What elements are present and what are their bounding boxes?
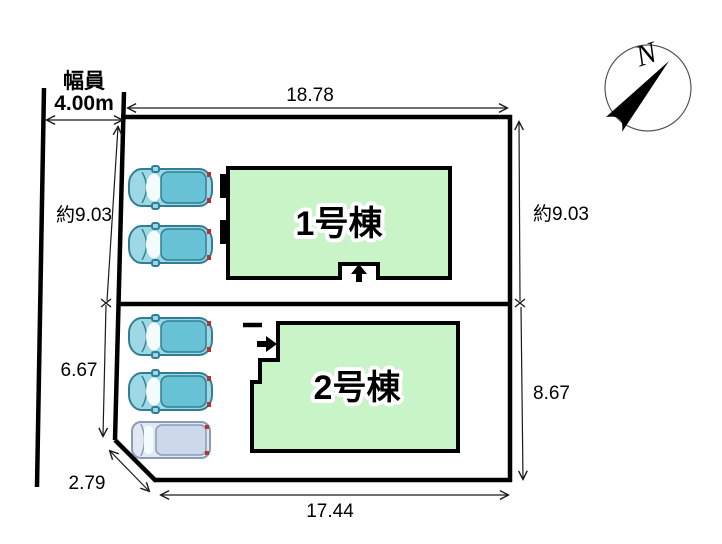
building-1-label: 1号棟: [296, 205, 384, 243]
dim-label-corner: 2.79: [69, 473, 106, 494]
dim-label-right-lower: 8.67: [533, 383, 570, 404]
building-2-label: 2号棟: [314, 369, 402, 407]
dim-line-left-upper: [106, 127, 118, 302]
dim-label-bottom: 17.44: [306, 501, 354, 522]
car-icon-lot1-a: [128, 165, 213, 210]
building-2-outline: [250, 321, 460, 453]
dim-label-left-lower: 6.67: [61, 360, 98, 381]
dim-line-right-lower: [521, 306, 523, 479]
building-1-left-tab-bottom: [220, 220, 228, 244]
dim-label-top: 18.78: [286, 85, 334, 106]
plot-left-boundary-line: [112, 91, 127, 441]
road-left-edge-line: [34, 87, 47, 488]
van-icon-lot2: [131, 421, 211, 459]
dim-tick-right: [514, 298, 526, 308]
road-width-value: 4.00m: [54, 92, 114, 115]
building-1-left-tab-top: [220, 174, 228, 198]
dim-line-corner: [110, 451, 149, 491]
dim-line-right-upper: [519, 122, 520, 302]
road-width-title: 幅員: [63, 70, 105, 93]
car-icon-lot2-a: [128, 314, 213, 359]
dim-line-left-lower: [103, 304, 106, 436]
building-2-entrance-arrow-icon: [257, 336, 277, 352]
compass: N: [604, 35, 692, 132]
building-1-outline: [226, 166, 452, 280]
car-icon-lot1-b: [128, 222, 213, 267]
dim-tick-left: [100, 298, 112, 308]
building-1-entrance-arrow-icon: [351, 264, 367, 282]
car-icon-lot2-b: [128, 369, 213, 414]
compass-needle-icon: [606, 61, 669, 132]
dim-label-left-upper: 約9.03: [56, 204, 112, 226]
dim-label-right-upper: 約9.03: [533, 203, 589, 225]
